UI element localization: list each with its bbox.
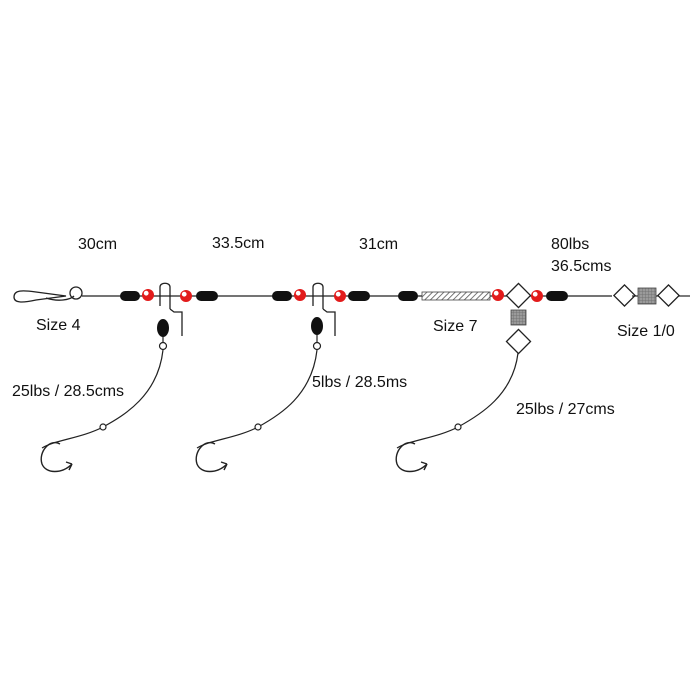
bead-icon — [294, 289, 306, 301]
swivel-icon — [612, 283, 681, 308]
crimp-icon — [157, 319, 169, 337]
crimp-icon — [348, 291, 370, 301]
bead-icon — [334, 290, 346, 302]
crimp-icon — [311, 317, 323, 335]
bead-icon — [454, 423, 462, 431]
swivel-icon — [312, 282, 336, 336]
hook-icon — [195, 441, 228, 473]
crimp-icon — [546, 291, 568, 301]
swivel-size-label: Size 1/0 — [617, 323, 675, 340]
bead-icon — [492, 289, 504, 301]
hook-icon — [40, 441, 73, 473]
sleeve-icon — [421, 291, 491, 301]
swivel-icon — [159, 282, 183, 336]
hook-size-label: Size 7 — [433, 318, 478, 335]
main-line-length-label: 36.5cms — [551, 258, 612, 275]
segment-length-label: 33.5cm — [212, 235, 265, 252]
crimp-icon — [272, 291, 292, 301]
segment-length-label: 30cm — [78, 236, 118, 253]
crimp-icon — [196, 291, 218, 301]
bead-icon — [531, 290, 543, 302]
bead-icon — [142, 289, 154, 301]
segment-length-label: 31cm — [359, 236, 399, 253]
swivel-icon — [505, 282, 532, 355]
hook-icon — [395, 441, 428, 473]
crimp-icon — [120, 291, 140, 301]
snood-line — [396, 352, 519, 449]
snood-label: 25lbs / 27cms — [516, 401, 615, 418]
hook-size-label: Size 4 — [36, 317, 81, 334]
main-line-strength-label: 80lbs — [551, 236, 590, 253]
snood-label: 25lbs / 28.5cms — [12, 383, 125, 400]
snood-label: 5lbs / 28.5ms — [312, 374, 408, 391]
bead-icon — [254, 423, 262, 431]
clip-icon — [13, 286, 83, 303]
snood-line — [196, 349, 318, 449]
ring-icon — [312, 341, 322, 351]
bead-icon — [180, 290, 192, 302]
bead-icon — [99, 423, 107, 431]
crimp-icon — [398, 291, 418, 301]
ring-icon — [158, 341, 168, 351]
